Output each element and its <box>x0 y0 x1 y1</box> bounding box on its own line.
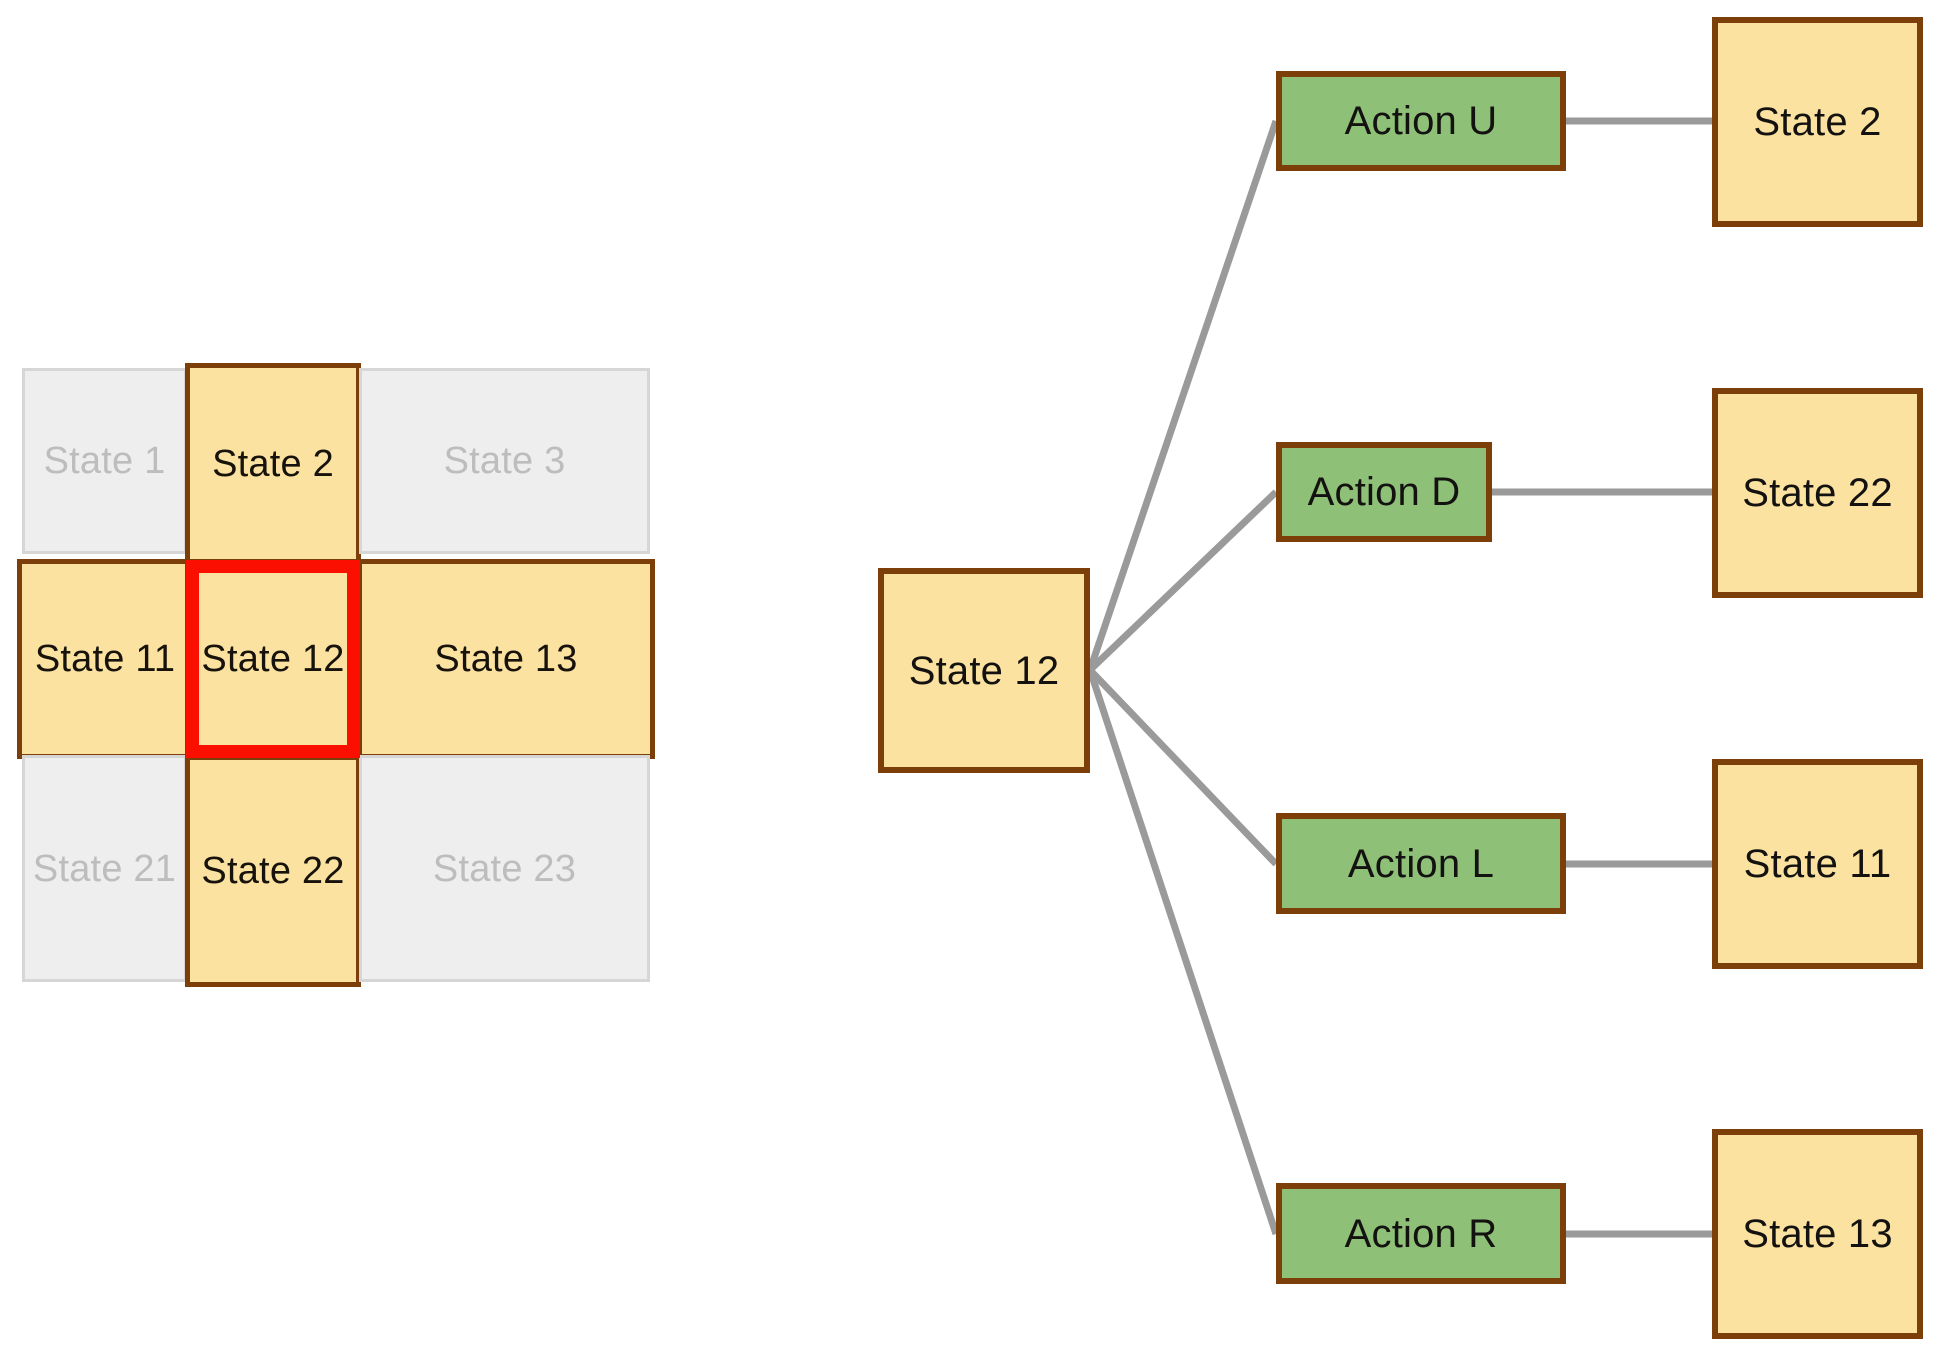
grid-cell-label: State 21 <box>32 847 177 890</box>
node-result-state-13[interactable]: State 13 <box>1712 1129 1923 1339</box>
node-action-r[interactable]: Action R <box>1276 1183 1566 1284</box>
edge-state12-to-action-l <box>1087 667 1279 867</box>
node-source-state-12[interactable]: State 12 <box>878 568 1090 773</box>
grid-cell-state-21[interactable]: State 21 <box>22 755 187 982</box>
node-result-state-22[interactable]: State 22 <box>1712 388 1923 598</box>
node-action-u[interactable]: Action U <box>1276 71 1566 171</box>
node-result-state-11[interactable]: State 11 <box>1712 759 1923 969</box>
node-label: State 22 <box>1742 471 1893 515</box>
grid-cell-label: State 13 <box>434 638 578 680</box>
grid-cell-state-1[interactable]: State 1 <box>22 368 187 554</box>
node-action-d[interactable]: Action D <box>1276 442 1492 542</box>
gridworld-panel: State 1 State 2 State 3 State 11 State 1… <box>17 363 655 987</box>
grid-cell-state-11[interactable]: State 11 <box>17 559 193 759</box>
node-result-state-2[interactable]: State 2 <box>1712 17 1923 227</box>
edge-state12-to-action-d <box>1087 489 1279 673</box>
node-label: State 2 <box>1753 100 1882 144</box>
grid-cell-label: State 12 <box>201 638 345 680</box>
grid-cell-label: State 23 <box>432 847 577 890</box>
node-label: Action D <box>1307 470 1461 514</box>
node-label: State 13 <box>1742 1212 1893 1256</box>
node-label: State 12 <box>908 648 1060 693</box>
node-label: State 11 <box>1743 842 1892 886</box>
grid-cell-label: State 3 <box>443 440 566 482</box>
grid-cell-state-3[interactable]: State 3 <box>359 368 650 554</box>
edge-state12-to-action-u <box>1086 119 1280 672</box>
grid-cell-label: State 22 <box>201 850 345 892</box>
grid-cell-state-22[interactable]: State 22 <box>185 755 361 987</box>
edge-state12-to-action-r <box>1086 668 1280 1236</box>
node-label: Action R <box>1344 1211 1498 1256</box>
node-label: Action U <box>1344 99 1498 143</box>
grid-cell-label: State 1 <box>43 440 166 482</box>
node-label: Action L <box>1347 841 1495 886</box>
grid-cell-state-23[interactable]: State 23 <box>359 755 650 982</box>
grid-cell-label: State 2 <box>212 443 334 485</box>
node-action-l[interactable]: Action L <box>1276 813 1566 914</box>
grid-cell-label: State 11 <box>34 638 176 680</box>
